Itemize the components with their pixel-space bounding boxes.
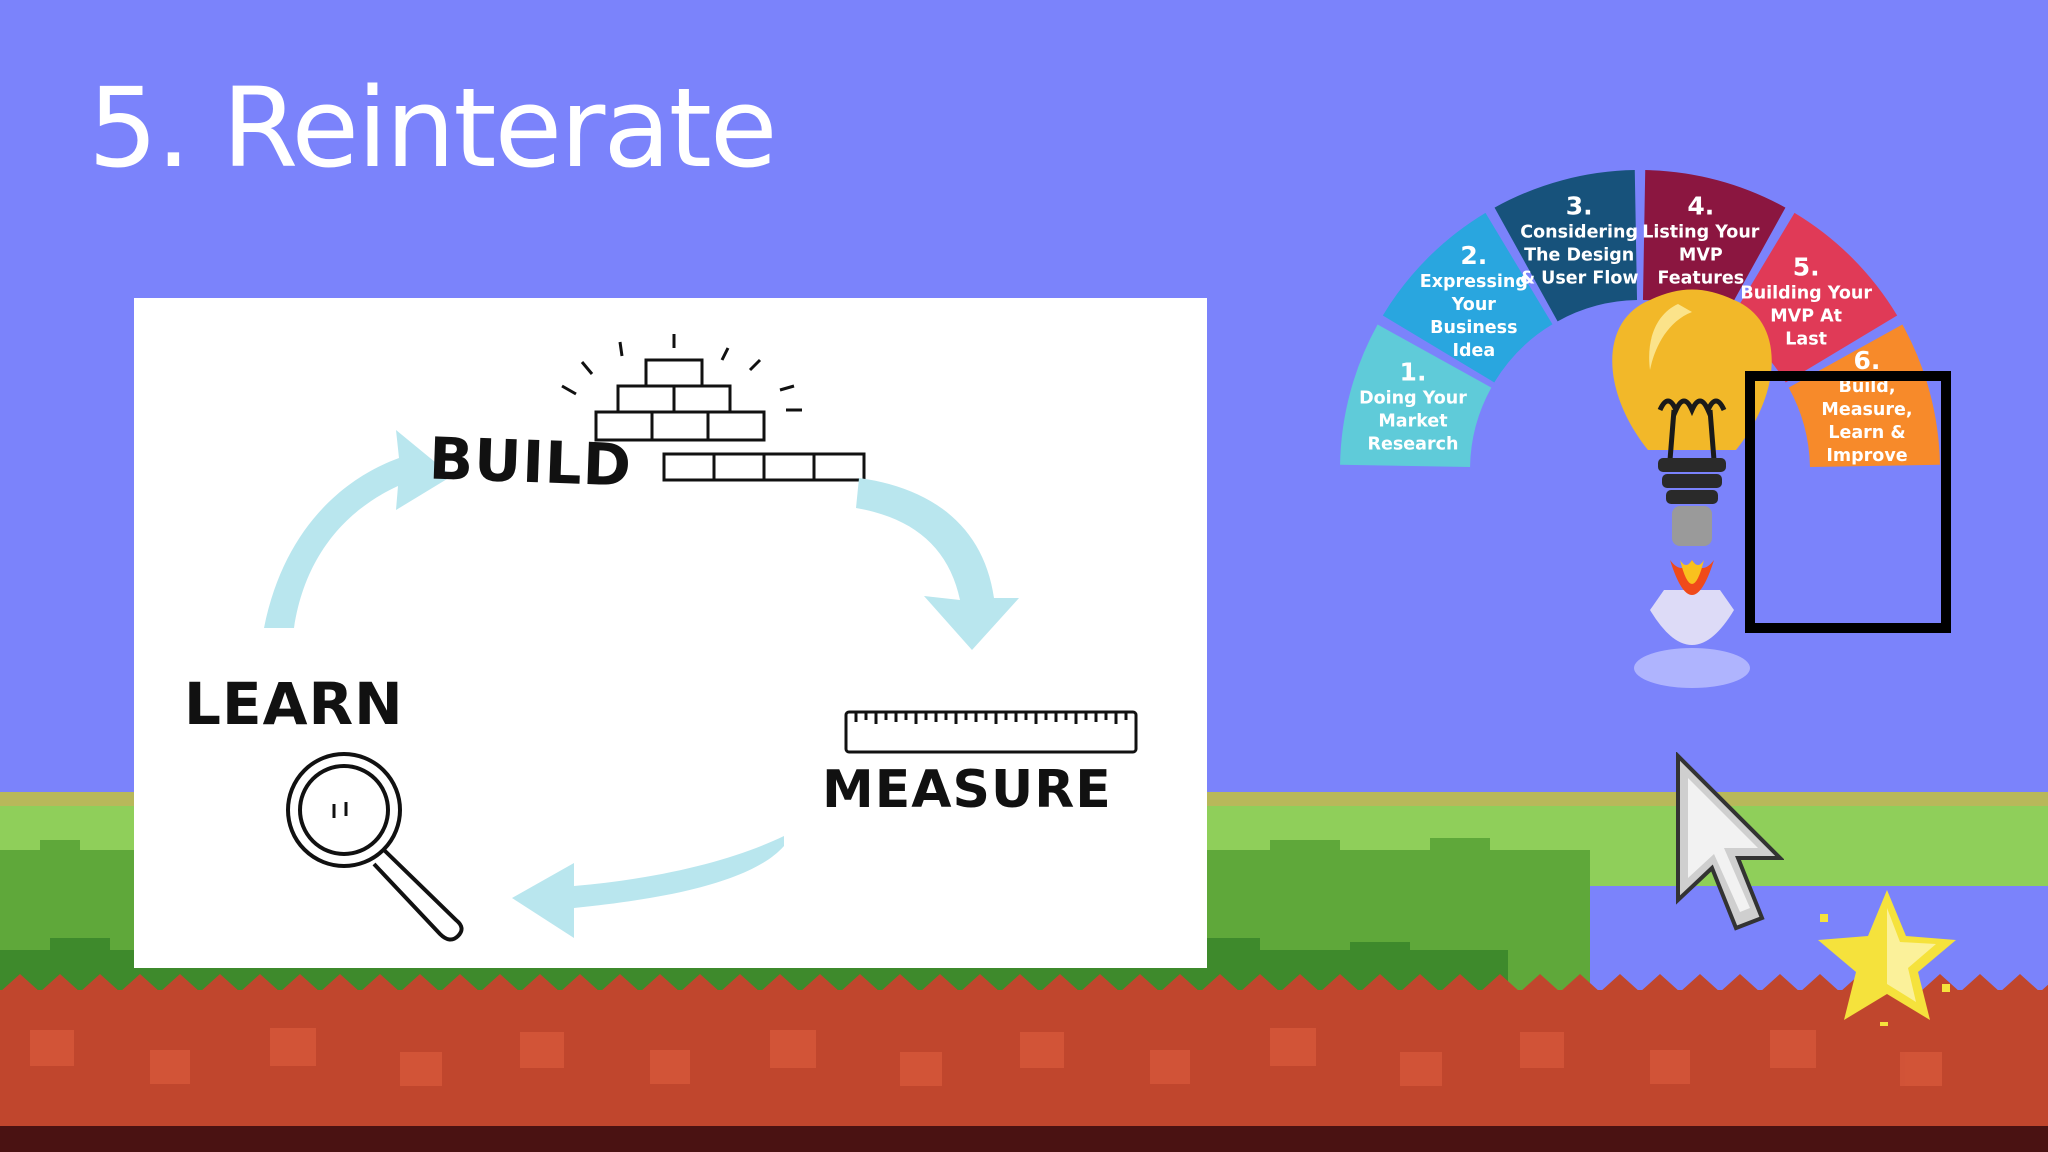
step-3-label-line: Considering: [1520, 223, 1638, 243]
magnifier-icon: [286, 752, 464, 942]
label-measure: MEASURE: [822, 760, 1112, 820]
step-5-label-line: MVP At: [1770, 306, 1842, 326]
step-5-number: 5.: [1793, 252, 1820, 281]
wheel-segment-5: [1727, 212, 1898, 383]
step-1-label-line: Doing Your: [1359, 389, 1467, 409]
step-6-label-line: Build,: [1839, 377, 1896, 397]
step-5-label-line: Building Your: [1740, 283, 1872, 303]
wheel-segment-3: [1494, 170, 1638, 322]
dirt-blocks: [30, 1028, 1942, 1086]
step-1-label-line: Research: [1368, 435, 1459, 455]
wheel-segment-6: [1788, 324, 1940, 468]
step-3-label-line: The Design: [1524, 246, 1634, 266]
step-4-number: 4.: [1687, 192, 1714, 221]
bottom-band: [0, 1126, 2048, 1152]
pointer-arrow-icon: [1676, 752, 1784, 931]
step-6-label-line: Learn &: [1828, 423, 1905, 443]
step-3-number: 3.: [1566, 192, 1593, 221]
step-2-label-line: Your: [1451, 295, 1497, 315]
arrow-build-to-measure: [856, 478, 1019, 650]
step-6-label-line: Improve: [1826, 446, 1907, 466]
star-icon: [1818, 890, 1956, 1026]
lightbulb-rocket-icon: [1612, 289, 1772, 688]
build-measure-learn-diagram: BUILD LEARN MEASURE: [134, 298, 1207, 968]
step-2-label-line: Idea: [1452, 341, 1495, 361]
step-4-label-line: Features: [1657, 269, 1744, 289]
step-4-label-line: Listing Your: [1642, 223, 1760, 243]
label-build: BUILD: [427, 424, 634, 500]
step-1-label-line: Market: [1378, 412, 1447, 432]
step-3-label-line: & User Flow: [1520, 269, 1639, 289]
step-1-number: 1.: [1400, 358, 1427, 387]
slide-title: 5. Reinterate: [88, 64, 778, 192]
step-6-label-line: Measure,: [1821, 400, 1912, 420]
arrow-measure-to-learn: [512, 836, 784, 938]
wheel-segment-1: [1340, 324, 1492, 468]
ruler-icon: [844, 710, 1138, 754]
bricks-icon: [561, 334, 866, 482]
step-4-label-line: MVP: [1679, 246, 1723, 266]
wheel-segment-2: [1382, 212, 1553, 383]
step-2-number: 2.: [1460, 241, 1487, 270]
step-2-label-line: Business: [1430, 318, 1517, 338]
step-5-label-line: Last: [1785, 329, 1827, 349]
wheel-segment-4: [1642, 170, 1786, 322]
arrow-learn-to-build: [264, 430, 452, 628]
step-2-label-line: Expressing: [1420, 272, 1528, 292]
highlight-frame-step-6: [1745, 371, 1951, 633]
step-6-number: 6.: [1854, 346, 1881, 375]
dirt-spikes: [0, 974, 2048, 1000]
label-learn: LEARN: [184, 670, 404, 738]
